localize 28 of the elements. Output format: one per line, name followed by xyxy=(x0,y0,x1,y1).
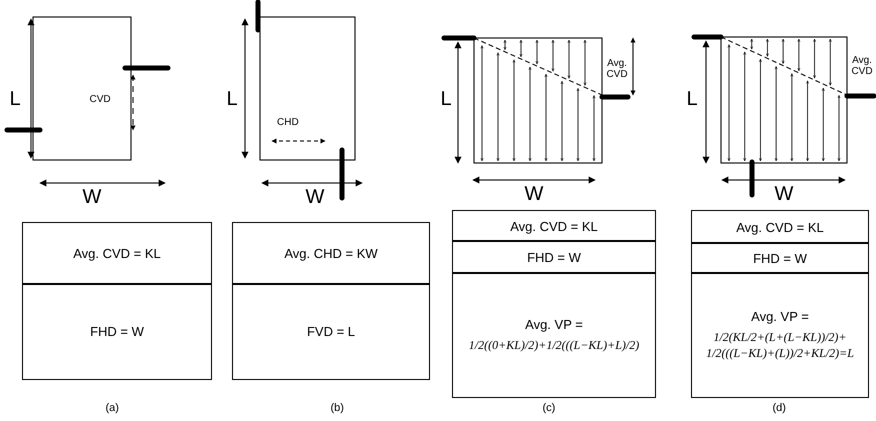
panel-label: (c) xyxy=(542,402,556,414)
direction-label: CHD xyxy=(277,117,299,128)
formula-label: Avg. VP = xyxy=(751,308,809,324)
dimension-label: L xyxy=(226,88,238,110)
dimension-label: W xyxy=(82,186,102,208)
formula-label: Avg. VP = xyxy=(525,316,583,332)
dimension-label: L xyxy=(686,88,698,110)
dimension-label: W xyxy=(524,183,544,205)
panel-label: (d) xyxy=(772,402,786,414)
table-cell: FHD = W xyxy=(452,240,656,274)
table-cell: Avg. CVD = KL xyxy=(452,210,656,242)
direction-label: Avg. CVD xyxy=(850,55,874,77)
table-cell: FHD = W xyxy=(22,283,212,380)
formula: 1/2((0+KL)/2)+1/2(((L−KL)+L)/2) xyxy=(468,338,640,354)
direction-label: CVD xyxy=(90,94,111,105)
table-cell: Avg. CVD = KL xyxy=(22,222,212,285)
dimension-label: W xyxy=(306,186,324,208)
dimension-label: W xyxy=(774,183,794,205)
panel-label: (a) xyxy=(106,402,119,414)
formula: 1/2(KL/2+(L+(L−KL))/2)+ 1/2(((L−KL)+(L))/2+KL/2)=L xyxy=(705,330,855,362)
dimension-label: L xyxy=(440,88,452,110)
panel-label: (b) xyxy=(330,402,344,414)
dimension-label: L xyxy=(10,88,21,110)
table-cell: Avg. CVD = KL xyxy=(691,210,869,244)
table-cell: Avg. CHD = KW xyxy=(232,222,430,285)
table-cell: FVD = L xyxy=(232,283,430,380)
table-cell: FHD = W xyxy=(691,242,869,274)
direction-label: Avg. CVD xyxy=(605,58,629,80)
